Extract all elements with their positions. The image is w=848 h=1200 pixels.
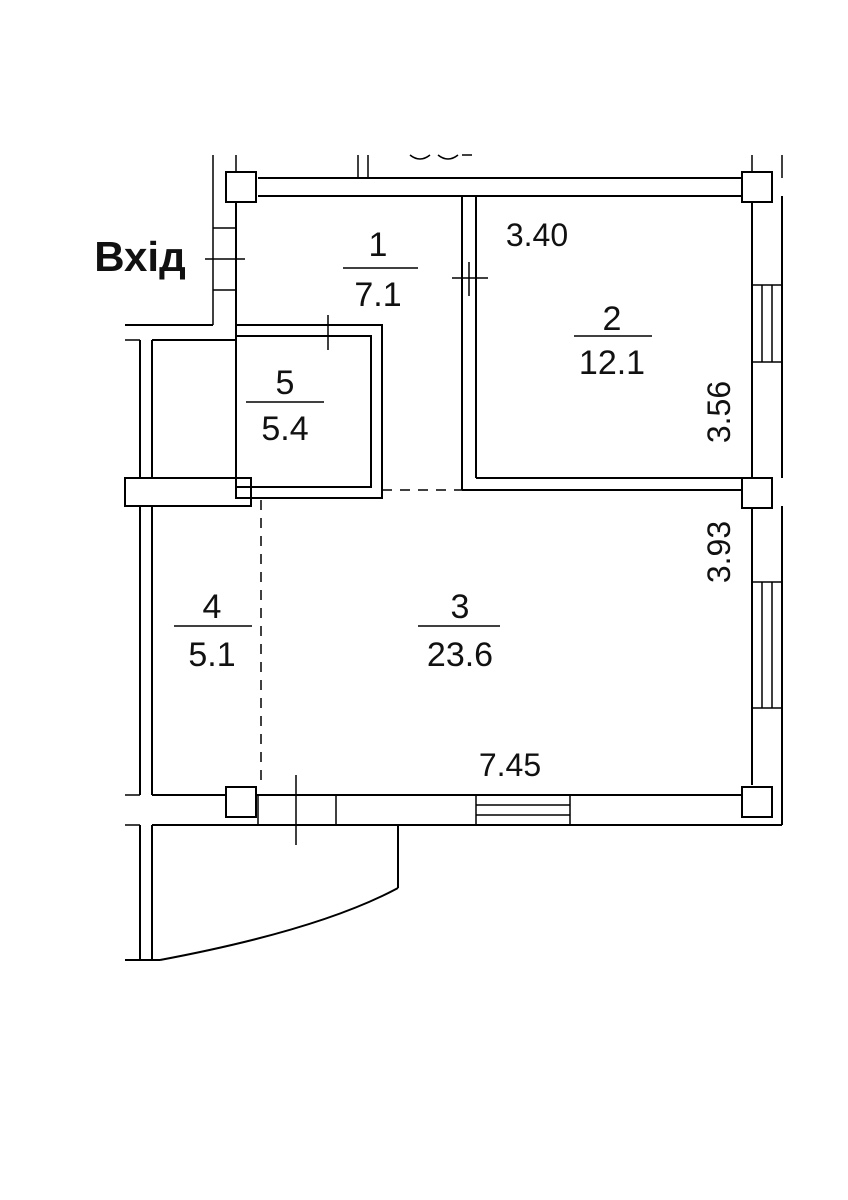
room-label-3: 3 23.6 [418,588,500,674]
dimension-room3-width: 7.45 [479,747,541,783]
room-number: 2 [603,300,622,338]
room-label-4: 4 5.1 [174,588,252,674]
entry-label: Вхід [94,233,185,280]
room-number: 1 [369,226,388,264]
room-area: 5.4 [261,410,308,448]
room-label-5: 5 5.4 [246,364,324,448]
dimension-room3-depth: 3.93 [701,521,737,583]
partition-1-2 [452,196,748,491]
room-label-2: 2 12.1 [574,300,652,382]
room-number: 3 [451,588,470,626]
top-wall [212,154,783,325]
room-area: 5.1 [188,636,235,674]
room-number: 4 [203,588,222,626]
right-wall [751,196,783,825]
room-area: 12.1 [579,344,645,382]
room-number: 5 [276,364,295,402]
dimension-room2-depth: 3.56 [701,381,737,443]
room4-walls [124,339,262,826]
room5-walls [235,315,462,499]
balcony [125,825,399,961]
room-area: 23.6 [427,636,493,674]
room-area: 7.1 [354,276,401,314]
dimension-room2-width: 3.40 [506,217,568,253]
columns [225,171,773,818]
room-label-1: 1 7.1 [343,226,418,314]
